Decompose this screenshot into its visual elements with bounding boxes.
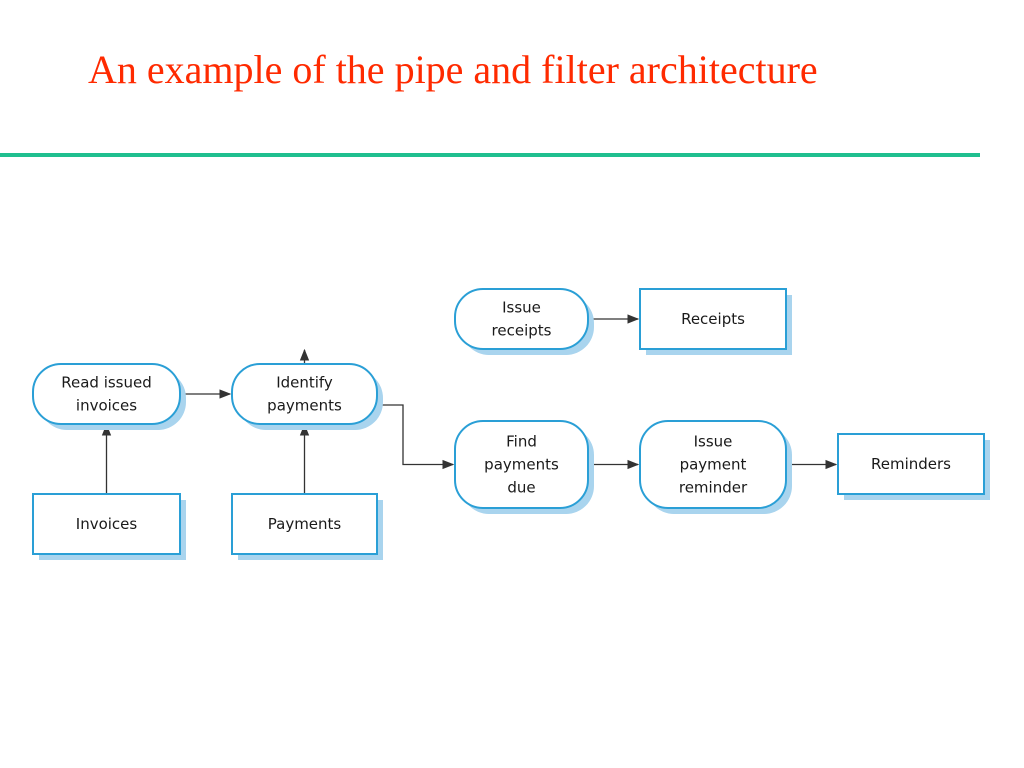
- filter-issue-payment-reminder-box: [639, 420, 787, 509]
- slide-title: An example of the pipe and filter archit…: [88, 47, 818, 92]
- filter-read-issued-invoices: Read issued invoices: [32, 363, 186, 430]
- filter-identify-payments-label: Identify: [276, 374, 333, 392]
- store-reminders-box: [837, 433, 985, 495]
- store-payments-box: [231, 493, 378, 555]
- filter-find-payments-due-label: Find: [506, 433, 537, 451]
- filter-find-payments-due-label: due: [507, 479, 535, 497]
- store-payments-label: Payments: [268, 515, 342, 533]
- title-divider: [0, 153, 980, 157]
- store-payments: Payments: [231, 493, 383, 560]
- store-receipts-label: Receipts: [681, 310, 745, 328]
- filter-issue-receipts-label: Issue: [502, 299, 541, 317]
- filter-issue-payment-reminder: Issue payment reminder: [639, 420, 792, 514]
- store-reminders: Reminders: [837, 433, 990, 500]
- filter-read-issued-invoices-label: invoices: [76, 397, 137, 415]
- store-invoices: Invoices: [32, 493, 186, 560]
- store-invoices-box: [32, 493, 181, 555]
- filter-issue-payment-reminder-label: payment: [680, 456, 747, 474]
- filter-find-payments-due: Find payments due: [454, 420, 594, 514]
- filter-issue-payment-reminder-label: Issue: [694, 433, 733, 451]
- filter-read-issued-invoices-box: [32, 363, 181, 425]
- filter-issue-receipts-box: [454, 288, 589, 350]
- filter-find-payments-due-box: [454, 420, 589, 509]
- filter-identify-payments-label: payments: [267, 397, 342, 415]
- filter-find-payments-due-label: payments: [484, 456, 559, 474]
- filter-issue-receipts: Issue receipts: [454, 288, 594, 355]
- filter-issue-payment-reminder-label: reminder: [679, 479, 748, 497]
- filter-issue-receipts-label: receipts: [492, 322, 552, 340]
- store-reminders-label: Reminders: [871, 455, 951, 473]
- filter-read-issued-invoices-label: Read issued: [61, 374, 152, 392]
- store-receipts: Receipts: [639, 288, 792, 355]
- flow-arrows: [101, 314, 838, 494]
- store-receipts-box: [639, 288, 787, 350]
- flow-arrow-identify-payments-to-find-payments-due: [377, 404, 455, 470]
- filter-identify-payments-box: [231, 363, 378, 425]
- store-invoices-label: Invoices: [76, 515, 138, 533]
- filter-identify-payments: Identify payments: [231, 363, 383, 430]
- diagram-nodes: Read issuedinvoicesIdentifypaymentsIssue…: [32, 288, 990, 560]
